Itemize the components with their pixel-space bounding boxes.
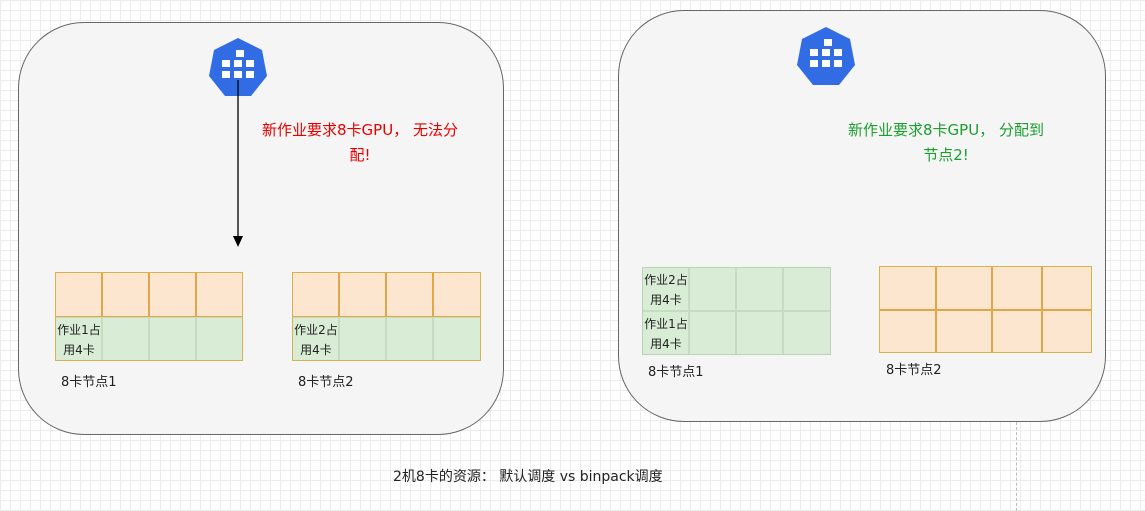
- gpu-allocated-cell: [992, 310, 1042, 353]
- right-node-2: [879, 266, 1092, 353]
- gpu-free-cell: [433, 272, 481, 317]
- right-node-1-label: 8卡节点1: [648, 365, 704, 380]
- right-node-1: 作业2占 用4卡 作业1占 用4卡: [642, 267, 831, 355]
- gpu-free-cell: [102, 272, 149, 317]
- job-label: 作业1占 用4卡: [57, 323, 101, 357]
- gpu-used-cell: [689, 311, 736, 355]
- kubernetes-scheduler-icon: [209, 38, 267, 96]
- gpu-free-cell: [149, 272, 196, 317]
- divider-line: [1016, 422, 1017, 511]
- job-label: 作业2占 用4卡: [294, 323, 338, 357]
- gpu-free-cell: [55, 272, 102, 317]
- gpu-free-cell: [196, 272, 243, 317]
- gpu-used-cell: [386, 317, 433, 361]
- gpu-free-cell: [386, 272, 433, 317]
- left-message: 新作业要求8卡GPU， 无法分 配!: [262, 121, 458, 164]
- gpu-allocated-cell: [992, 266, 1042, 310]
- gpu-allocated-cell: [879, 266, 936, 310]
- gpu-used-cell: [642, 267, 689, 311]
- diagram-caption: 2机8卡的资源： 默认调度 vs binpack调度: [393, 469, 663, 485]
- gpu-used-cell: [102, 317, 149, 361]
- gpu-used-cell: [339, 317, 386, 361]
- left-node-2-label: 8卡节点2: [298, 375, 354, 390]
- right-message: 新作业要求8卡GPU， 分配到 节点2!: [848, 121, 1044, 164]
- gpu-used-cell: [736, 311, 783, 355]
- gpu-used-cell: [196, 317, 243, 361]
- gpu-allocated-cell: [936, 266, 992, 310]
- gpu-used-cell: [783, 311, 831, 355]
- gpu-used-cell: [689, 267, 736, 311]
- right-node-2-label: 8卡节点2: [886, 363, 942, 378]
- gpu-allocated-cell: [1042, 266, 1092, 310]
- job-label: 作业1占 用4卡: [644, 317, 688, 351]
- gpu-used-cell: [783, 267, 831, 311]
- gpu-used-cell: [433, 317, 481, 361]
- gpu-allocated-cell: [1042, 310, 1092, 353]
- kubernetes-scheduler-icon: [797, 27, 855, 85]
- left-node-1-label: 8卡节点1: [61, 375, 117, 390]
- gpu-used-cell: [736, 267, 783, 311]
- gpu-free-cell: [339, 272, 386, 317]
- gpu-allocated-cell: [879, 310, 936, 353]
- left-node-2: 作业2占 用4卡: [292, 272, 481, 361]
- gpu-used-cell: [149, 317, 196, 361]
- gpu-allocated-cell: [936, 310, 992, 353]
- gpu-free-cell: [292, 272, 339, 317]
- left-node-1: 作业1占 用4卡: [55, 272, 243, 361]
- default-scheduling-panel: [18, 22, 504, 435]
- job-label: 作业2占 用4卡: [644, 273, 688, 307]
